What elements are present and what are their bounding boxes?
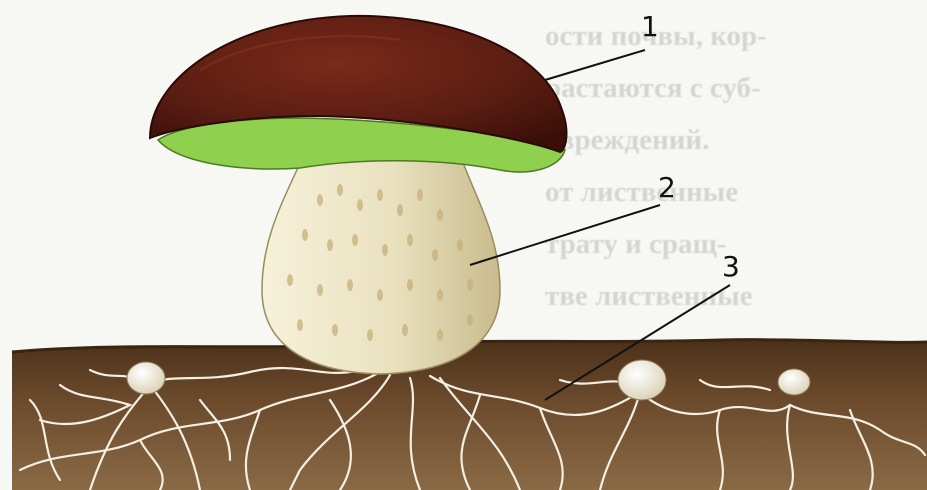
label-cap-number: 1 bbox=[641, 10, 659, 43]
label-mycelium-number: 3 bbox=[722, 250, 740, 283]
leader-line-stem bbox=[470, 205, 660, 265]
label-stem-number: 2 bbox=[658, 171, 676, 204]
leader-line-cap bbox=[545, 50, 645, 80]
mushroom-stem bbox=[262, 140, 500, 374]
